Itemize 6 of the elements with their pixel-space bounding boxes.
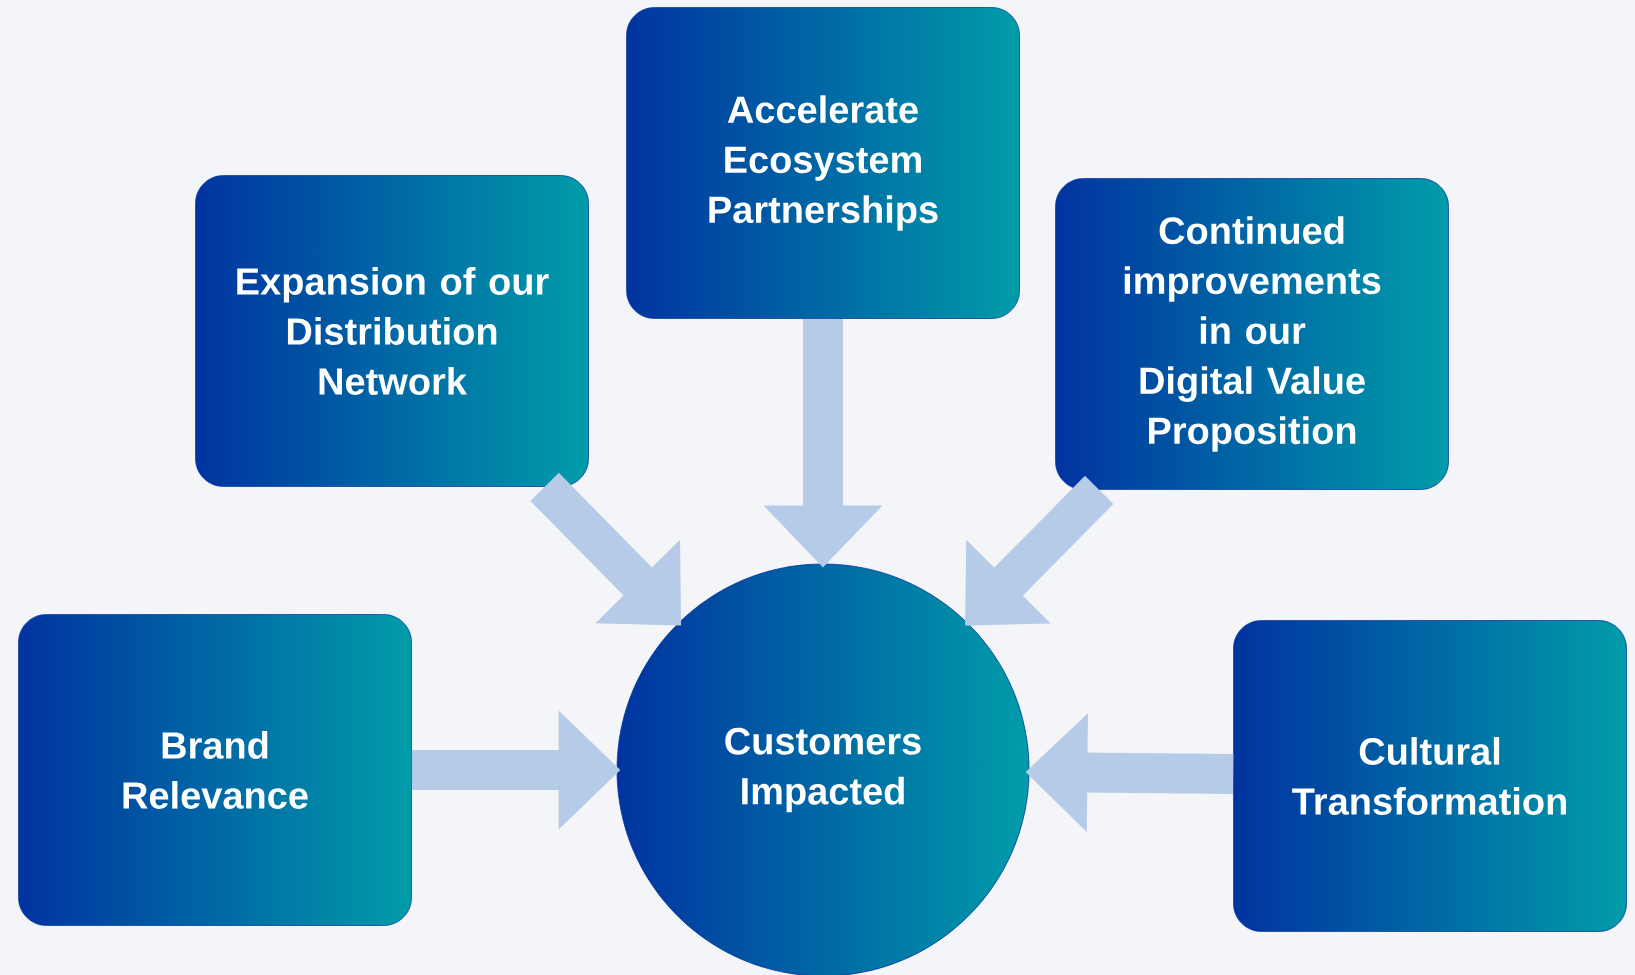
block-arrow (965, 475, 1114, 626)
process-box: Continued improvements in our Digital Value Proposition (1055, 178, 1449, 490)
process-box: Accelerate Ecosystem Partnerships (626, 7, 1020, 319)
process-box: Expansion of our Distribution Network (195, 175, 589, 487)
process-box: Cultural Transformation (1233, 620, 1627, 932)
process-box: Brand Relevance (18, 614, 412, 926)
